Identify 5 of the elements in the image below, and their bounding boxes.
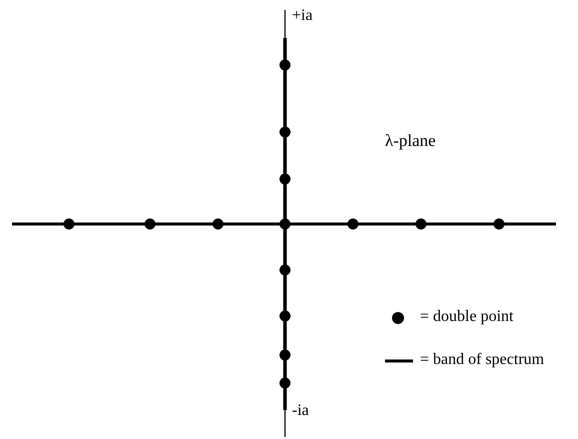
legend-text: = double point: [420, 308, 514, 326]
legend-text: = band of spectrum: [420, 351, 544, 369]
axis-label: +ia: [292, 7, 313, 25]
plane-label: λ-plane: [385, 132, 436, 150]
axis-label: -ia: [292, 402, 309, 420]
